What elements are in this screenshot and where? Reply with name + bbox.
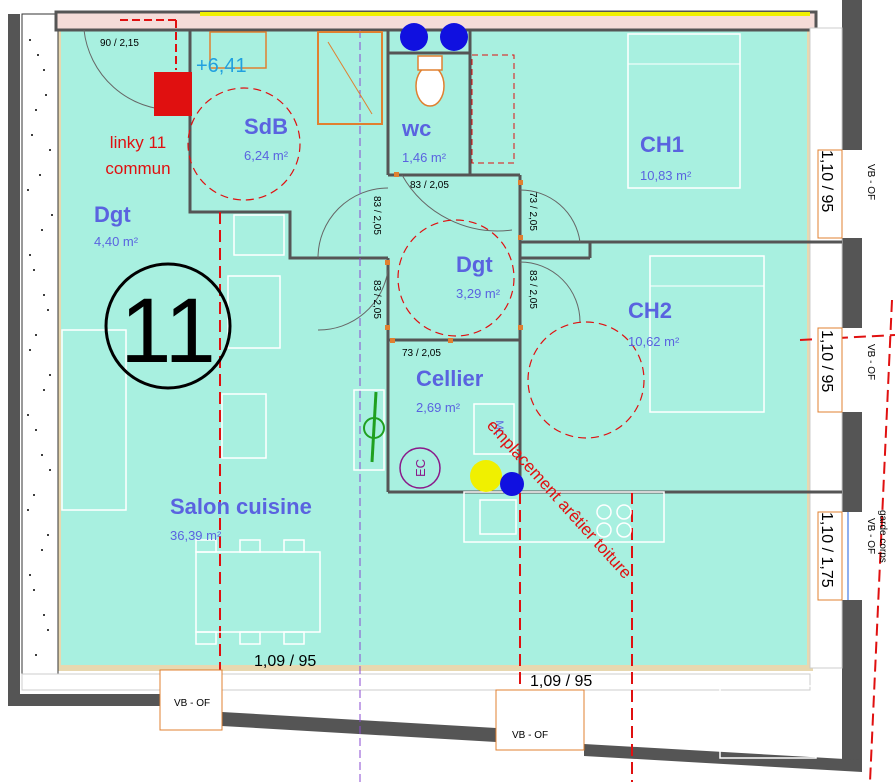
- room-sdb-area: 6,24 m²: [244, 148, 289, 163]
- guard-rail-label: garde corps: [877, 510, 888, 563]
- room-salon-area: 36,39 m²: [170, 528, 222, 543]
- room-dgt-left-name: Dgt: [94, 202, 131, 227]
- room-dgt-center-area: 3,29 m²: [456, 286, 501, 301]
- window-dim-right-1: 1,10 / 95: [818, 150, 835, 212]
- left-insulation-wall: [21, 13, 59, 675]
- window-type-right-1: VB - OF: [865, 164, 876, 200]
- blue-marker-2: [440, 23, 468, 51]
- door-dim-cellier-top: 73 / 2,05: [402, 348, 441, 359]
- elevation-label: +6,41: [196, 55, 247, 77]
- linky-label-line1: linky 11: [110, 133, 166, 152]
- window-type-right-3: VB - OF: [865, 518, 876, 554]
- room-ch2-area: 10,62 m²: [628, 334, 680, 349]
- blue-marker-3: [500, 472, 524, 496]
- door-dim-dgt-left-upper: 83 / 2,05: [371, 196, 382, 235]
- room-dgt-center-name: Dgt: [456, 252, 493, 277]
- right-wall-2: [842, 238, 862, 328]
- window-type-bottom-2: VB - OF: [512, 730, 548, 741]
- right-wall-4: [842, 600, 862, 770]
- far-left-wall: [8, 14, 20, 694]
- room-ch2-name: CH2: [628, 298, 672, 323]
- room-sdb-name: SdB: [244, 114, 288, 139]
- right-wall-1: [842, 0, 862, 150]
- sdb-left-wall: [188, 30, 388, 260]
- bottom-wall-mid: [222, 712, 496, 742]
- door-dim-dgt-right-lower: 83 / 2,05: [527, 270, 538, 309]
- unit-number: 11: [120, 280, 216, 382]
- room-cellier-area: 2,69 m²: [416, 400, 461, 415]
- window-type-right-2: VB - OF: [865, 344, 876, 380]
- window-dim-bottom-2: 1,09 / 95: [530, 673, 592, 690]
- water-heater-circle: [399, 447, 441, 489]
- room-wc-name: wc: [401, 116, 431, 141]
- bottom-wall-left: [8, 694, 160, 706]
- dining-table-2: [719, 685, 817, 759]
- room-dgt-left-area: 4,40 m²: [94, 234, 139, 249]
- yellow-marker: [470, 460, 502, 492]
- linky-label-line2: commun: [105, 159, 170, 178]
- room-wc-area: 1,46 m²: [402, 150, 447, 165]
- floor-area: [58, 28, 810, 668]
- unit-number-circle: [104, 262, 232, 390]
- sofa: [61, 329, 127, 511]
- room-ch1-name: CH1: [640, 132, 684, 157]
- room-cellier-name: Cellier: [416, 366, 484, 391]
- linky-meter: [154, 72, 192, 116]
- door-dim-dgt-left-lower: 83 / 2,05: [371, 280, 382, 319]
- window-type-bottom-1: VB - OF: [174, 698, 210, 709]
- room-salon-name: Salon cuisine: [170, 494, 312, 519]
- right-wall-3: [842, 412, 862, 512]
- shower-tray: [317, 31, 383, 125]
- door-dim-entry: 90 / 2,15: [100, 38, 139, 49]
- door-dim-dgt-top: 83 / 2,05: [410, 180, 449, 191]
- toilet: [415, 65, 445, 107]
- window-dim-bottom-1: 1,09 / 95: [254, 653, 316, 670]
- window-dim-right-3: 1,10 / 1,75: [818, 512, 835, 588]
- blue-marker-1: [400, 23, 428, 51]
- door-dim-dgt-right-upper: 73 / 2,05: [527, 192, 538, 231]
- sink: [209, 31, 267, 69]
- water-heater-label: EC: [413, 459, 428, 477]
- window-dim-right-2: 1,10 / 95: [818, 330, 835, 392]
- room-ch1-area: 10,83 m²: [640, 168, 692, 183]
- washing-machine-label: ML: [493, 420, 505, 435]
